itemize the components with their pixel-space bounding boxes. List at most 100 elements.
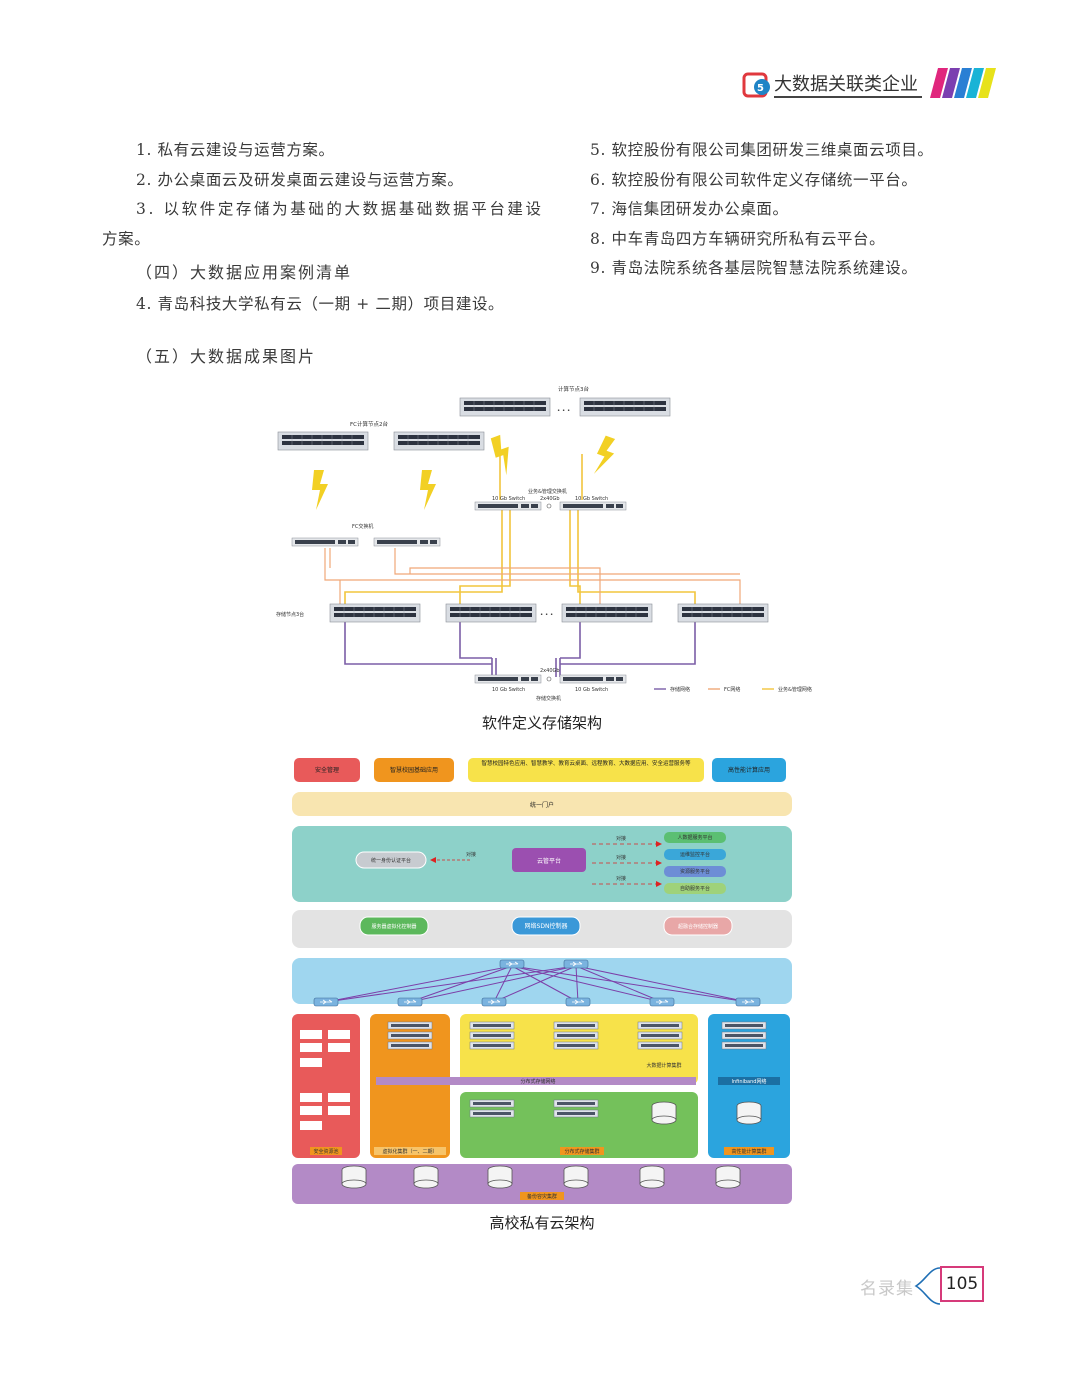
ellipsis-label: • • • xyxy=(557,408,570,414)
business-switch xyxy=(559,501,627,511)
platform-right-item: 自助服务平台 xyxy=(680,885,710,892)
rack-server xyxy=(553,1021,599,1030)
header-logo: 5 大数据关联类企业 xyxy=(742,68,1002,102)
fc-compute-server xyxy=(393,431,485,451)
list-item: 5. 软控股份有限公司集团研发三维桌面云项目。 xyxy=(590,141,934,159)
zone-label: 分布式存储网络 xyxy=(520,1078,555,1085)
storage-server xyxy=(445,603,537,623)
platform-right-item: 资源服务平台 xyxy=(680,868,710,875)
rack-server xyxy=(387,1041,433,1050)
legend-fc: FC网络 xyxy=(724,686,740,693)
label-storage-nodes: 存储节点3台 xyxy=(276,611,304,618)
portal-label: 统一门户 xyxy=(530,801,554,809)
figure-sds-diagram: 计算节点3台 • • • FC计算节点2台 业务&管理交换机 2x40Gb 10… xyxy=(276,385,812,702)
section-title: （四）大数据应用案例清单 xyxy=(136,263,353,283)
fc-switch xyxy=(373,537,441,547)
core-router xyxy=(499,959,525,969)
storage-server xyxy=(677,603,769,623)
backup-disk-icon xyxy=(563,1165,589,1189)
zone-label: 高性能计算集群 xyxy=(731,1148,766,1155)
rack-server xyxy=(469,1031,515,1040)
rack-server xyxy=(637,1021,683,1030)
svg-text:5: 5 xyxy=(757,83,764,94)
backup-label: 备份容灾集群 xyxy=(527,1193,557,1200)
access-router xyxy=(649,997,675,1007)
rack-server xyxy=(469,1041,515,1050)
ellipsis-label: • • • xyxy=(540,612,553,618)
zone-label: 大数据计算集群 xyxy=(646,1062,681,1069)
lightning-icon xyxy=(488,433,518,477)
list-item: 2. 办公桌面云及研发桌面云建设与运营方案。 xyxy=(136,170,464,189)
storage-switch xyxy=(559,674,627,684)
lightning-icon xyxy=(590,434,619,478)
storage-switch xyxy=(474,674,542,684)
footer-bracket-icon xyxy=(914,1267,941,1305)
lightning-icon xyxy=(312,470,328,510)
rack-server xyxy=(721,1041,767,1050)
access-router xyxy=(397,997,423,1007)
label-compute-nodes: 计算节点3台 xyxy=(558,385,589,393)
top-box-basic-apps: 智慧校园基础应用 xyxy=(390,766,438,774)
top-box-security: 安全管理 xyxy=(315,766,339,774)
arrow-label: 对接 xyxy=(616,875,626,882)
platform-identity: 统一身份认证平台 xyxy=(371,857,411,864)
rack-server xyxy=(469,1109,515,1118)
backup-disk-icon xyxy=(715,1165,741,1189)
header-underline xyxy=(774,96,922,98)
label-speed-bottom: 2x40Gb xyxy=(540,668,560,674)
top-box-featured-apps: 智慧校园特色应用、智慧教学、教育云桌面、远程教育、大数据应用、安全运营服务等 xyxy=(481,761,691,767)
rack-server xyxy=(637,1031,683,1040)
zone-label: 分布式存储集群 xyxy=(564,1148,599,1155)
backup-disk-icon xyxy=(487,1165,513,1189)
top-box-hpc: 高性能计算应用 xyxy=(728,766,770,774)
zone-label: 虚拟化集群（一、二期） xyxy=(382,1148,437,1155)
zone-label: Infiniband网络 xyxy=(732,1078,767,1085)
logo-icon: 5 xyxy=(742,72,770,98)
controller-storage: 超融合存储控制器 xyxy=(678,923,718,930)
rack-server xyxy=(721,1031,767,1040)
backup-disk-icon xyxy=(639,1165,665,1189)
rack-server xyxy=(387,1031,433,1040)
right-column: 5. 软控股份有限公司集团研发三维桌面云项目。 6. 软控股份有限公司软件定义存… xyxy=(590,136,1010,284)
backup-disk-icon xyxy=(341,1165,367,1189)
rack-server xyxy=(553,1031,599,1040)
list-item: 6. 软控股份有限公司软件定义存储统一平台。 xyxy=(590,170,918,189)
storage-server xyxy=(561,603,653,623)
label-switch-c: 10 Gb Switch xyxy=(492,687,525,693)
rack-server xyxy=(469,1099,515,1108)
storage-server xyxy=(329,603,421,623)
controller-server: 服务器虚拟化控制器 xyxy=(371,923,416,930)
access-router xyxy=(565,997,591,1007)
legend-storage: 存储网络 xyxy=(670,686,690,693)
list-item: 3. 以软件定存储为基础的大数据基础数据平台建设 xyxy=(136,200,544,219)
rack-server xyxy=(553,1041,599,1050)
rack-server xyxy=(721,1021,767,1030)
access-router xyxy=(313,997,339,1007)
header-stripes xyxy=(930,68,996,98)
access-router xyxy=(481,997,507,1007)
label-storage-switch: 存储交换机 xyxy=(536,695,561,702)
rack-server xyxy=(387,1021,433,1030)
backup-disk-icon xyxy=(413,1165,439,1189)
access-router xyxy=(735,997,761,1007)
label-switch-d: 10 Gb Switch xyxy=(575,687,608,693)
lightning-icon xyxy=(420,470,436,510)
left-column: 1. 私有云建设与运营方案。 2. 办公桌面云及研发桌面云建设与运营方案。 3.… xyxy=(100,136,544,371)
platform-right-item: 运维监控平台 xyxy=(680,851,710,858)
controller-sdn: 网络SDN控制器 xyxy=(525,922,568,930)
rack-server xyxy=(637,1041,683,1050)
fc-switch xyxy=(291,537,359,547)
fc-compute-server xyxy=(277,431,369,451)
platform-cloud-mgmt: 云管平台 xyxy=(537,857,561,865)
rack-server xyxy=(469,1021,515,1030)
compute-server xyxy=(459,397,551,417)
label-switch-a: 10 Gb Switch xyxy=(492,496,525,502)
list-item: 9. 青岛法院系统各基层院智慧法院系统建设。 xyxy=(590,259,918,278)
arrow-label: 对接 xyxy=(466,851,476,858)
legend: 存储网络 FC网络 业务&管理网络 xyxy=(654,686,812,693)
rack-server xyxy=(553,1099,599,1108)
label-speed-top: 2x40Gb xyxy=(540,496,560,502)
arrow-label: 对接 xyxy=(616,835,626,842)
figure2-caption: 高校私有云架构 xyxy=(489,1214,595,1232)
storage-disk-icon xyxy=(736,1101,762,1125)
